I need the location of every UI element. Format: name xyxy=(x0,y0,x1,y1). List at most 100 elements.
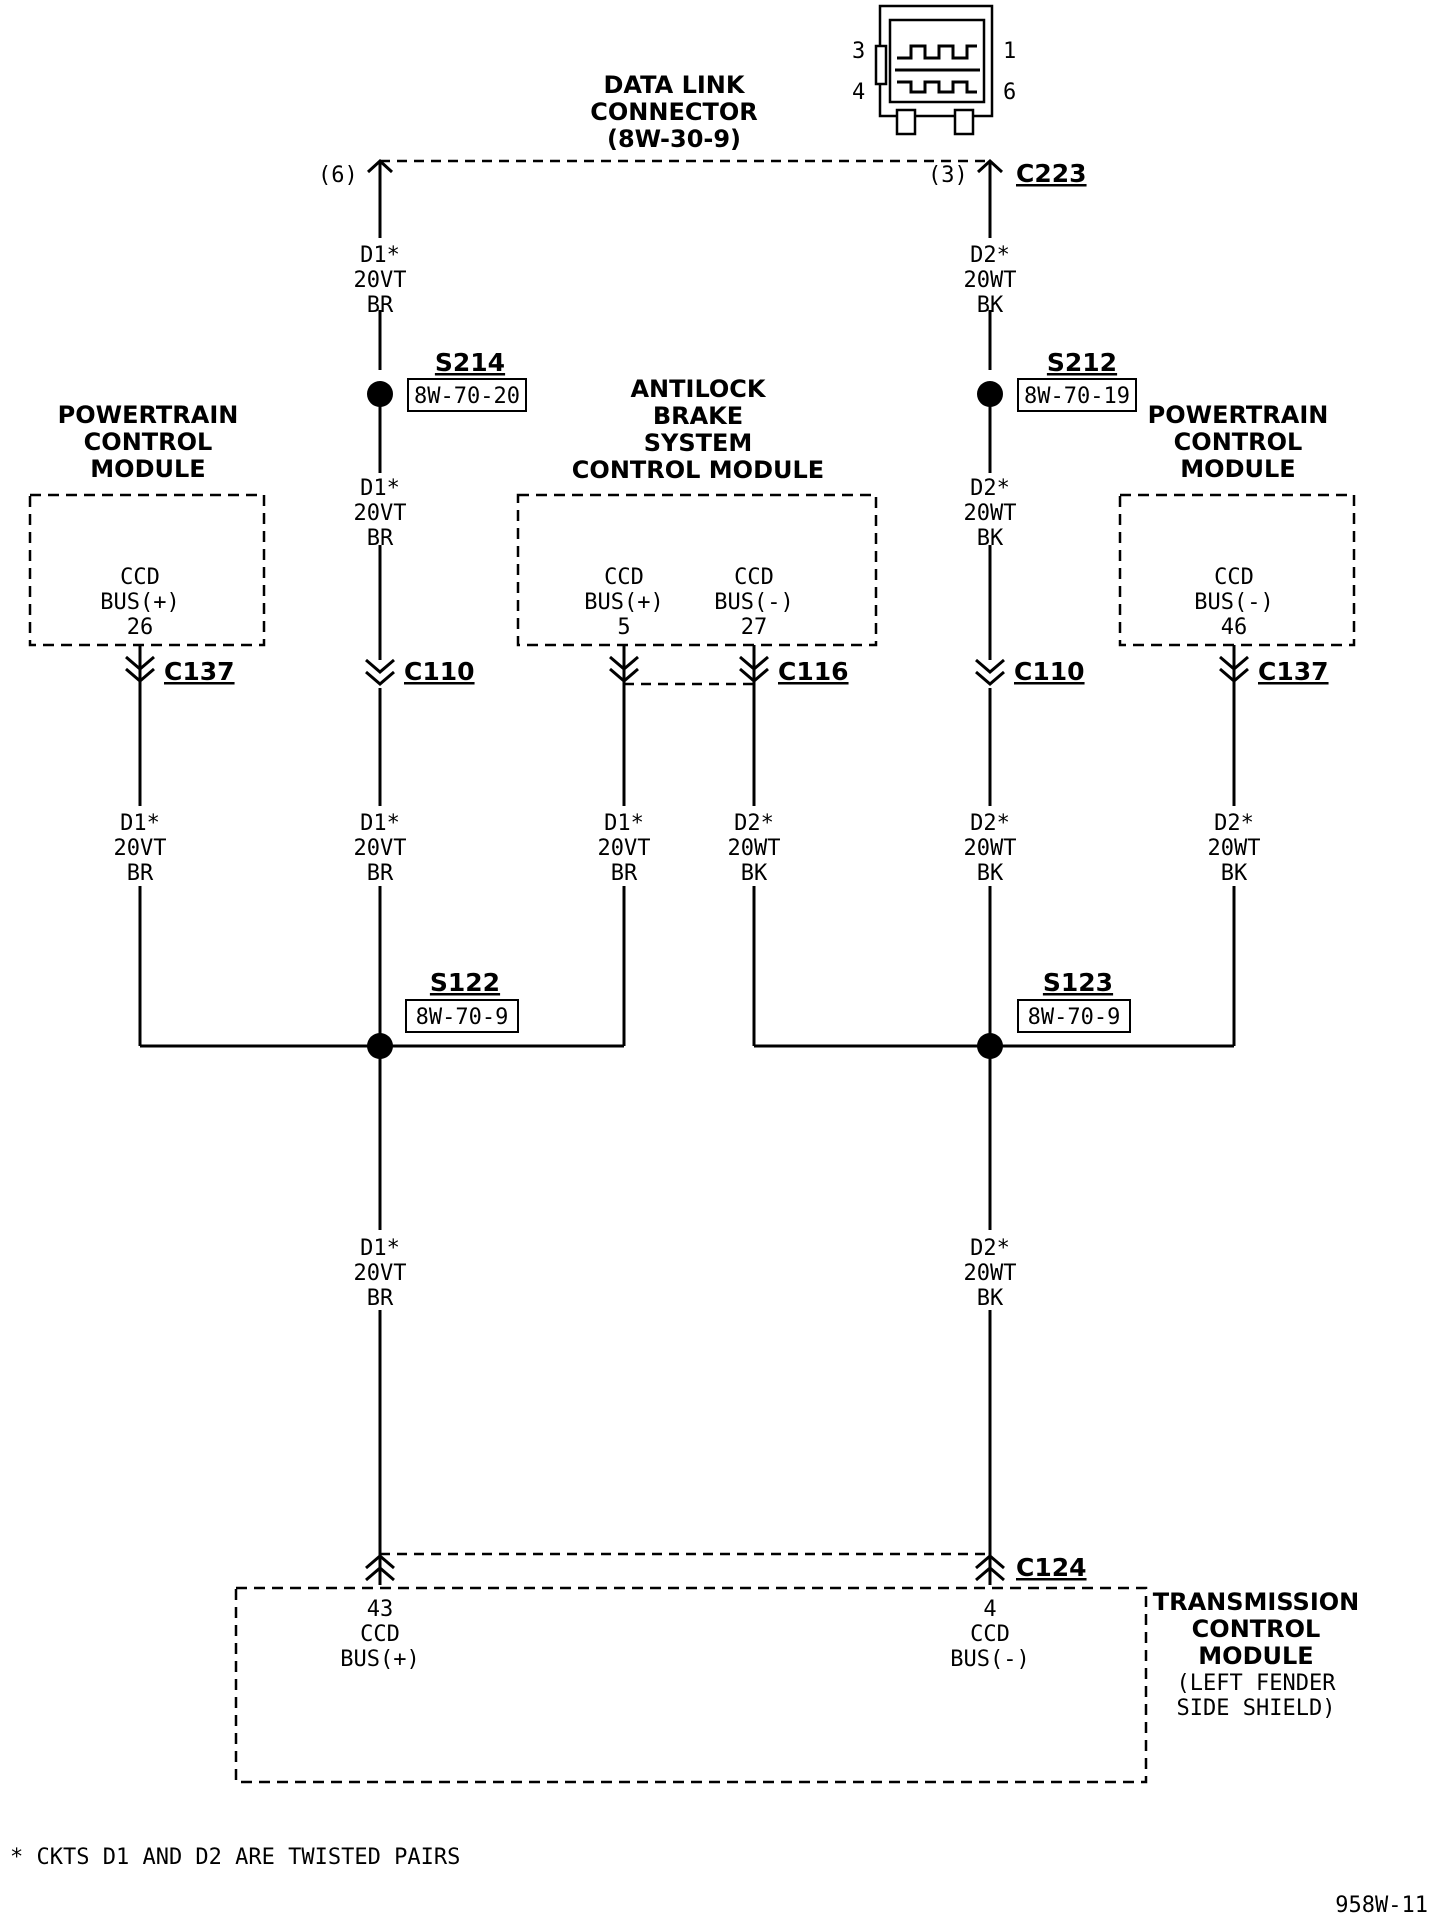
wire-d2-top-circuit: D2* xyxy=(970,243,1010,268)
connector-c110-right-symbol xyxy=(975,658,1005,686)
dlc-pin-label-6: 6 xyxy=(1003,80,1016,105)
splice-s212-ref: 8W-70-19 xyxy=(1024,384,1130,409)
wire-d2-main-circuit: D2* xyxy=(970,811,1010,836)
tcm-pin4-line-2: CCD xyxy=(970,1622,1010,1647)
connector-c116: C116 xyxy=(778,657,849,686)
tcm-pin4-line-1: 4 xyxy=(983,1597,996,1622)
tcm-location-line-2: SIDE SHIELD) xyxy=(1177,1696,1336,1721)
wire-d2-tcm-circuit: D2* xyxy=(970,1236,1010,1261)
wire-d2-abs-circuit: D2* xyxy=(734,811,774,836)
wire-d2-main-gauge: 20WT xyxy=(964,836,1017,861)
pcm-right-pin-line-3: 46 xyxy=(1221,615,1248,640)
splice-s214-ref-box xyxy=(407,378,527,412)
tcm-pin43-line-1: 43 xyxy=(367,1597,394,1622)
tcm-title-3: MODULE xyxy=(1198,1642,1313,1670)
splice-s212 xyxy=(977,381,1003,407)
pcm-right-module-box xyxy=(1118,493,1356,647)
splice-s212-ref-box xyxy=(1017,378,1137,412)
abs-pin27-line-1: CCD xyxy=(734,565,774,590)
wire-d2-second-color: BK xyxy=(977,526,1004,551)
figure-id: 958W-11 xyxy=(1335,1893,1428,1918)
pcm-right-pin-line-2: BUS(-) xyxy=(1194,590,1273,615)
wire-d1-second-circuit: D1* xyxy=(360,476,400,501)
wire-d2-pcm-gauge: 20WT xyxy=(1208,836,1261,861)
abs-pin27-line-3: 27 xyxy=(741,615,768,640)
pcm-right-title-1: POWERTRAIN xyxy=(1148,401,1329,429)
wire-d2-abs-gauge: 20WT xyxy=(728,836,781,861)
splice-s123-ref: 8W-70-9 xyxy=(1028,1005,1121,1030)
wire-d2-second-gauge: 20WT xyxy=(964,501,1017,526)
wire-d1-tcm-color: BR xyxy=(367,1286,394,1311)
wire-d2-tcm-gauge: 20WT xyxy=(964,1261,1017,1286)
abs-pin5-line-2: BUS(+) xyxy=(584,590,663,615)
wire-d2-main-color: BK xyxy=(977,861,1004,886)
wire-d1-top-color: BR xyxy=(367,293,394,318)
splice-s214-id: S214 xyxy=(435,348,505,377)
dlc-title-line-1: DATA LINK xyxy=(604,71,746,99)
wire-d2-top-color: BK xyxy=(977,293,1004,318)
dlc-cavity-3: (3) xyxy=(928,163,968,188)
dlc-title-line-2: CONNECTOR xyxy=(590,98,757,126)
connector-c110-right: C110 xyxy=(1014,657,1085,686)
splice-s212-id: S212 xyxy=(1047,348,1117,377)
wire-d2-second-circuit: D2* xyxy=(970,476,1010,501)
connector-c124: C124 xyxy=(1016,1553,1087,1582)
pcm-left-title-3: MODULE xyxy=(90,455,205,483)
splice-s123-id: S123 xyxy=(1043,968,1113,997)
wire-d1-main-color: BR xyxy=(367,861,394,886)
pcm-left-pin-line-3: 26 xyxy=(127,615,154,640)
wire-d1-main-circuit: D1* xyxy=(360,811,400,836)
connector-c110-left-symbol xyxy=(365,658,395,686)
wire-d2-pcm-color: BK xyxy=(1221,861,1248,886)
abs-title-2: BRAKE xyxy=(653,402,743,430)
wire-d2-top-gauge: 20WT xyxy=(964,268,1017,293)
wire-d2-tcm-color: BK xyxy=(977,1286,1004,1311)
wire-d1-abs-color: BR xyxy=(611,861,638,886)
pcm-right-title-2: CONTROL xyxy=(1174,428,1303,456)
pcm-left-module-box xyxy=(28,493,266,647)
wire-d2-abs-color: BK xyxy=(741,861,768,886)
pcm-right-title-3: MODULE xyxy=(1180,455,1295,483)
wire-d1-pcm-gauge: 20VT xyxy=(114,836,167,861)
wire-d1-top-gauge: 20VT xyxy=(354,268,407,293)
wire-d1-top-circuit: D1* xyxy=(360,243,400,268)
wire-d1-pcm-color: BR xyxy=(127,861,154,886)
dlc-cavity-6: (6) xyxy=(318,163,358,188)
connector-c137-left: C137 xyxy=(164,657,235,686)
wire-d1-tcm-gauge: 20VT xyxy=(354,1261,407,1286)
pcm-right-pin-line-1: CCD xyxy=(1214,565,1254,590)
tcm-pin4-line-3: BUS(-) xyxy=(950,1647,1029,1672)
dlc-pin-label-1: 1 xyxy=(1003,39,1016,64)
tcm-pin43-line-2: CCD xyxy=(360,1622,400,1647)
splice-s214 xyxy=(367,381,393,407)
footnote: * CKTS D1 AND D2 ARE TWISTED PAIRS xyxy=(10,1845,460,1870)
wire-d1-second-gauge: 20VT xyxy=(354,501,407,526)
dlc-connector-drawing xyxy=(874,4,994,136)
tcm-title-2: CONTROL xyxy=(1192,1615,1321,1643)
splice-s122 xyxy=(367,1033,393,1059)
splice-s122-ref-box xyxy=(405,999,519,1033)
tcm-pin43-line-3: BUS(+) xyxy=(340,1647,419,1672)
abs-module-box xyxy=(516,493,878,647)
wire-d1-main-gauge: 20VT xyxy=(354,836,407,861)
tcm-module-box xyxy=(234,1586,1148,1784)
abs-title-1: ANTILOCK xyxy=(630,375,766,403)
wire-d1-second-color: BR xyxy=(367,526,394,551)
splice-s122-id: S122 xyxy=(430,968,500,997)
dlc-pin-label-3: 3 xyxy=(852,39,865,64)
abs-pin5-line-3: 5 xyxy=(617,615,630,640)
splice-s123-ref-box xyxy=(1017,999,1131,1033)
connector-c137-right: C137 xyxy=(1258,657,1329,686)
wire-d1-abs-circuit: D1* xyxy=(604,811,644,836)
pcm-left-pin-line-1: CCD xyxy=(120,565,160,590)
tcm-location-line-1: (LEFT FENDER xyxy=(1177,1671,1337,1696)
pcm-left-pin-line-2: BUS(+) xyxy=(100,590,179,615)
splice-s123 xyxy=(977,1033,1003,1059)
abs-pin5-line-1: CCD xyxy=(604,565,644,590)
pcm-left-title-2: CONTROL xyxy=(84,428,213,456)
wire-d1-pcm-circuit: D1* xyxy=(120,811,160,836)
abs-pin27-line-2: BUS(-) xyxy=(714,590,793,615)
connector-c110-left: C110 xyxy=(404,657,475,686)
wire-d1-tcm-circuit: D1* xyxy=(360,1236,400,1261)
